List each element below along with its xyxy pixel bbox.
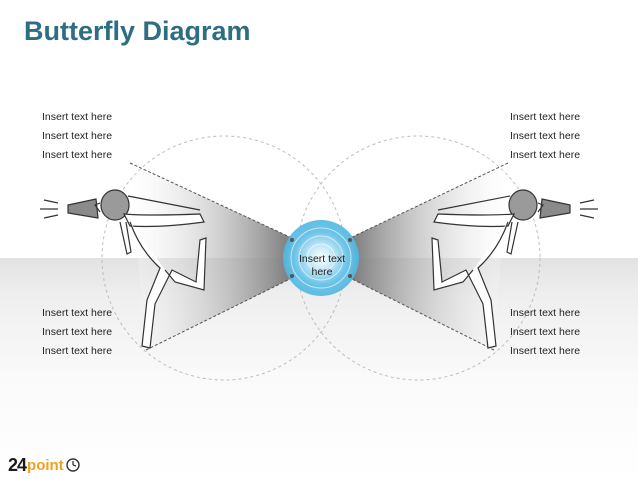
left-bottom-item-1: Insert text here: [42, 307, 113, 319]
right-top-item-1: Insert text here: [510, 111, 581, 123]
logo: 24 point: [8, 455, 80, 475]
left-top-item-2: Insert text here: [42, 130, 113, 142]
left-top-item-1: Insert text here: [42, 111, 113, 123]
right-bottom-item-2: Insert text here: [510, 326, 581, 338]
left-wing: [130, 163, 292, 350]
page-title: Butterfly Diagram: [24, 16, 251, 46]
center-label: Insert text here: [298, 253, 346, 278]
right-figure-megaphone-person-icon: [431, 189, 598, 349]
right-top-item-2: Insert text here: [510, 130, 581, 142]
clock-icon: [65, 458, 80, 472]
right-dashed-circle: [295, 135, 541, 381]
left-bottom-item-3: Insert text here: [42, 345, 113, 357]
left-figure-megaphone-person-icon: [40, 189, 207, 349]
logo-word: point: [27, 456, 64, 474]
logo-number: 24: [8, 454, 27, 475]
right-top-item-3: Insert text here: [510, 149, 581, 161]
left-top-item-3: Insert text here: [42, 149, 113, 161]
right-bottom-item-3: Insert text here: [510, 345, 581, 357]
center-glow: [283, 220, 359, 296]
right-bottom-item-1: Insert text here: [510, 307, 581, 319]
right-wing: [350, 163, 508, 350]
left-bottom-item-2: Insert text here: [42, 326, 113, 338]
